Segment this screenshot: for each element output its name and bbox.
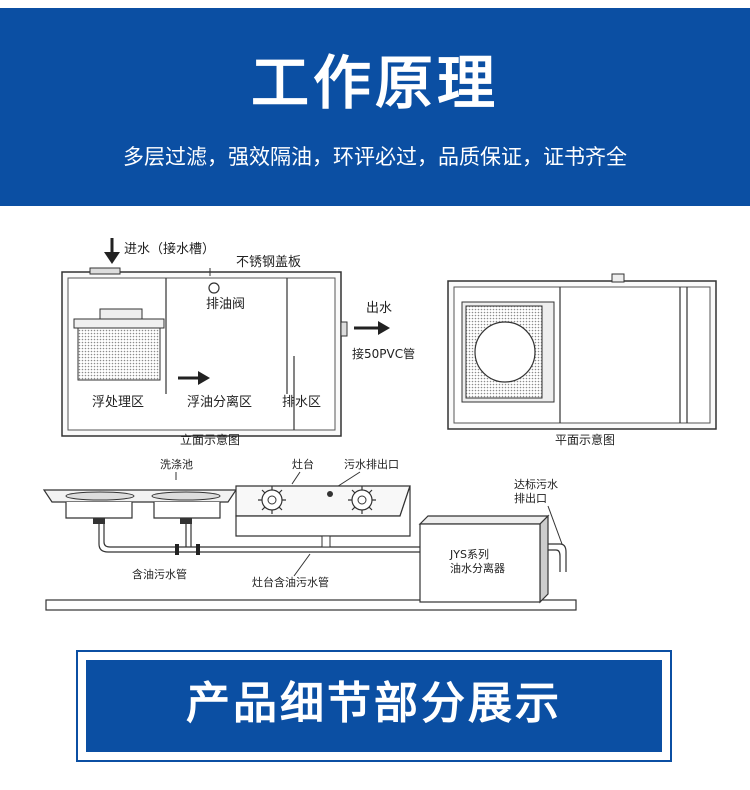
sink-label: 洗涤池: [160, 457, 193, 471]
page-subtitle: 多层过滤，强效隔油，环评必过，品质保证，证书齐全: [123, 145, 627, 169]
plan-view: 平面示意图: [447, 273, 717, 447]
diagram-canvas: 进水（接水槽） 不锈钢盖板 排油阀 出水: [42, 238, 717, 611]
footer-inner: 产品细节部分展示: [86, 660, 662, 752]
plan-caption: 平面示意图: [555, 432, 615, 447]
pipe-label: 接50PVC管: [352, 346, 415, 361]
outlet-port: [340, 321, 348, 337]
cover-label: 不锈钢盖板: [236, 255, 301, 270]
separator-label-2: 油水分离器: [450, 561, 505, 575]
page-title: 工作原理: [250, 49, 499, 117]
burner-left-icon: [258, 486, 286, 514]
plan-drain-circle: [474, 321, 536, 383]
footer-banner: 产品细节部分展示: [76, 650, 672, 762]
zone-oil-separation-label: 浮油分离区: [187, 394, 252, 410]
standard-drain-label-2: 排出口: [514, 491, 547, 505]
working-principle-diagram: 进水（接水槽） 不锈钢盖板 排油阀 出水: [0, 206, 750, 636]
stove-drain-label: 污水排出口: [344, 457, 399, 471]
header-banner: 工作原理 多层过滤，强效隔油，环评必过，品质保证，证书齐全: [0, 8, 750, 206]
elevation-caption: 立面示意图: [180, 432, 240, 447]
footer-title: 产品细节部分展示: [186, 678, 562, 729]
flow-arrow-icon: [178, 371, 210, 385]
oil-valve-icon: [208, 282, 220, 294]
inlet-label: 进水（接水槽）: [124, 241, 215, 257]
inlet-arrow-icon: [104, 238, 120, 264]
outlet-label: 出水: [366, 301, 392, 316]
zone-float-treatment-label: 浮处理区: [92, 395, 144, 410]
stove-pipe-label: 灶台含油污水管: [252, 575, 329, 589]
standard-drain-label-1: 达标污水: [514, 477, 558, 491]
burner-right-icon: [348, 486, 376, 514]
cover-plate: [89, 267, 121, 275]
separator-label-1: JYS系列: [449, 547, 489, 561]
filter-basket: [73, 308, 165, 381]
oil-valve-label: 排油阀: [206, 297, 245, 312]
oily-pipe-label: 含油污水管: [132, 567, 187, 581]
installation-view: 洗涤池 含油污水管 灶台 污水排出口: [42, 457, 577, 611]
floor-line: [45, 599, 577, 611]
elevation-view: 进水（接水槽） 不锈钢盖板 排油阀 出水: [61, 238, 415, 447]
stove-label: 灶台: [292, 457, 314, 471]
outlet-arrow-icon: [354, 321, 390, 335]
separator-box: [419, 523, 541, 603]
zone-drain-label: 排水区: [282, 395, 321, 410]
stove-drain-icon: [327, 491, 333, 497]
